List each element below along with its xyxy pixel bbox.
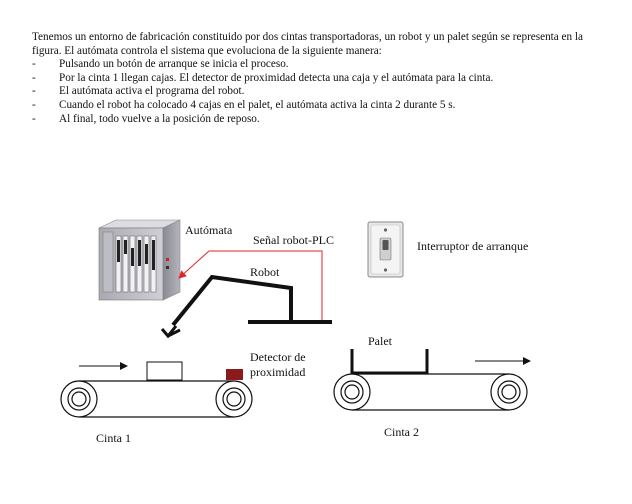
box (146, 361, 183, 381)
automata-label: Autómata (185, 223, 233, 237)
palet-label: Palet (368, 334, 393, 348)
detector-label-line1: Detector de (250, 350, 306, 364)
detector-label-line2: proximidad (250, 365, 305, 379)
signal-label: Señal robot-PLC (253, 233, 334, 247)
pallet (350, 349, 429, 375)
process-steps: Pulsando un botón de arranque se inicia … (32, 58, 612, 126)
step-item: El autómata activa el programa del robot… (32, 85, 612, 99)
start-switch-icon (367, 221, 404, 278)
cinta2-label: Cinta 2 (384, 425, 419, 439)
intro-paragraph: Tenemos un entorno de fabricación consti… (32, 31, 583, 57)
problem-statement: Tenemos un entorno de fabricación consti… (32, 31, 612, 126)
step-item: Pulsando un botón de arranque se inicia … (32, 58, 612, 72)
cinta1-label: Cinta 1 (96, 431, 131, 445)
plc-image (98, 219, 181, 301)
switch-label: Interruptor de arranque (417, 239, 528, 253)
robot (160, 274, 332, 339)
step-item: Por la cinta 1 llegan cajas. El detector… (32, 72, 612, 86)
signal-line (178, 250, 323, 322)
conveyor-2 (333, 373, 528, 411)
conveyor-1 (60, 380, 253, 418)
step-item: Cuando el robot ha colocado 4 cajas en e… (32, 99, 612, 113)
robot-label: Robot (250, 265, 280, 279)
proximity-detector (226, 369, 243, 380)
step-item: Al final, todo vuelve a la posición de r… (32, 113, 612, 127)
